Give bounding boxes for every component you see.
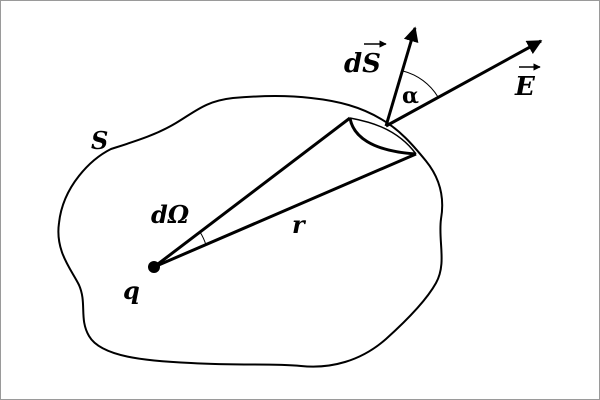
solid-angle-arc xyxy=(199,231,207,246)
cone-lower-edge xyxy=(153,152,417,269)
solid-angle-label: dΩ xyxy=(151,200,190,229)
point-charge xyxy=(148,261,160,273)
surface-label: S xyxy=(91,126,108,155)
field-vector-arrow xyxy=(385,39,543,128)
charge-label: q xyxy=(123,276,140,305)
area-element-label: dS xyxy=(344,49,381,79)
field-label: E xyxy=(514,72,536,102)
angle-label: α xyxy=(402,83,419,109)
area-element-patch xyxy=(348,117,417,156)
area-element-top xyxy=(349,117,417,155)
closed-surface xyxy=(57,95,444,368)
cone-upper-edge xyxy=(153,116,351,269)
radius-label: r xyxy=(292,210,307,239)
area-vector-arrow xyxy=(384,26,419,127)
angle-arc xyxy=(402,70,439,98)
